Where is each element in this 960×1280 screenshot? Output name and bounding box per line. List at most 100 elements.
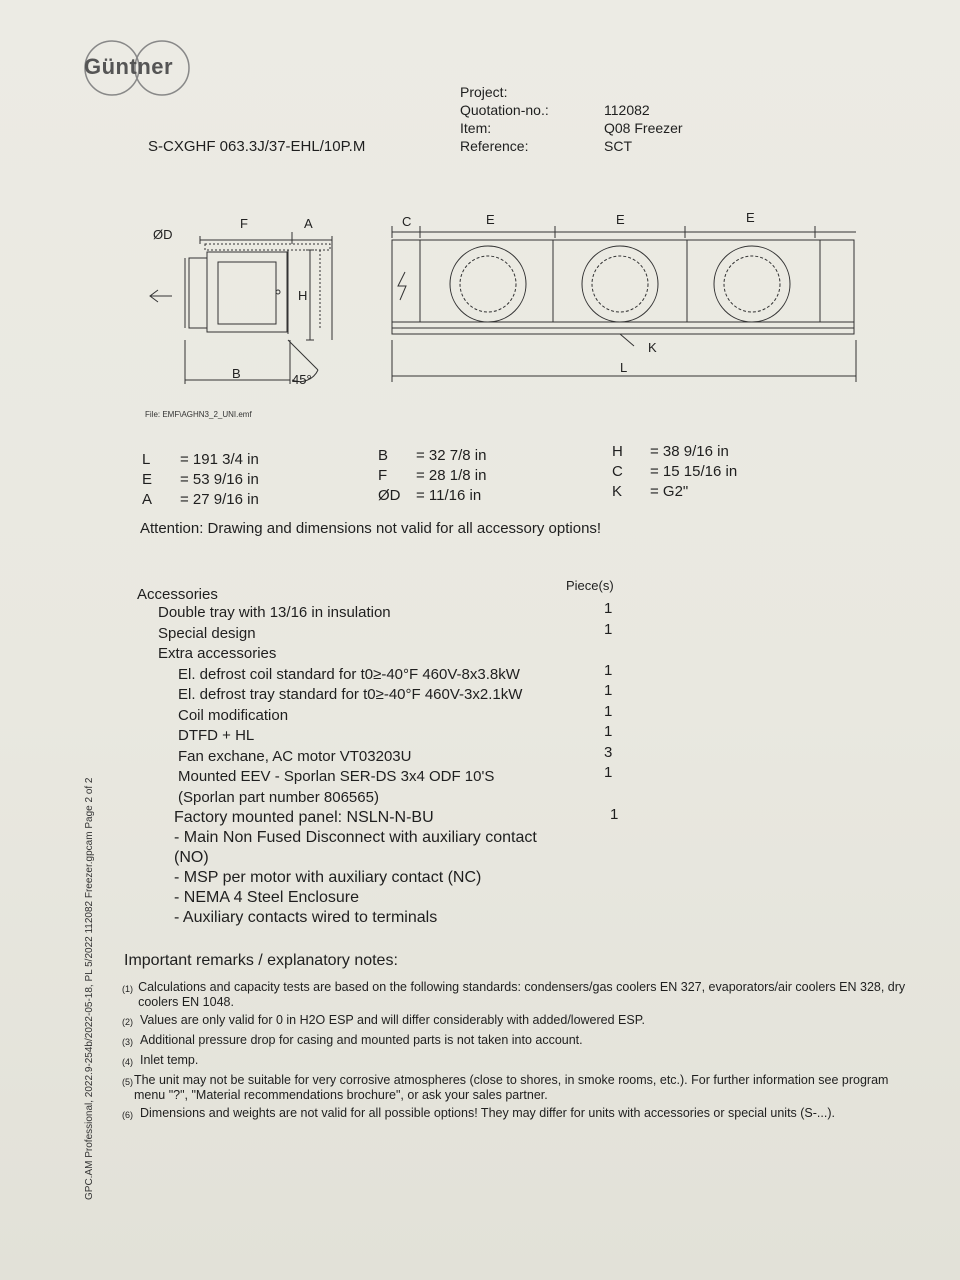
panel-line: - Auxiliary contacts wired to terminals — [174, 909, 438, 926]
accessories-heading: Accessories — [137, 586, 218, 603]
list-item: Extra accessories — [158, 645, 277, 662]
project-label: Project: — [460, 84, 508, 100]
dim-key: B — [378, 447, 389, 464]
label-angle: 45° — [292, 372, 312, 387]
dims-col-3: H = 38 9/16 in C = 15 15/16 in K = G2" — [612, 442, 737, 502]
attention-note: Attention: Drawing and dimensions not va… — [140, 520, 602, 537]
drawing-file-name: File: EMF\AGHN3_2_UNI.emf — [145, 410, 252, 419]
panel-line: - MSP per motor with auxiliary contact (… — [174, 869, 482, 886]
label-b: B — [232, 366, 241, 381]
dim-key: C — [612, 463, 623, 480]
remark-number: (6) — [122, 1110, 133, 1120]
label-l: L — [620, 360, 627, 375]
dim-value: = 53 9/16 in — [180, 471, 259, 488]
label-e1: E — [486, 212, 495, 227]
list-item: El. defrost tray standard for t0≥-40°F 4… — [178, 686, 523, 703]
remark-text: Dimensions and weights are not valid for… — [140, 1106, 835, 1120]
project-values: 112082 Q08 Freezer SCT — [604, 101, 683, 155]
remark-item: (3) Additional pressure drop for casing a… — [122, 1033, 912, 1050]
technical-drawing: ØD F A H B 45° C E E E K L — [149, 210, 857, 387]
label-f: F — [240, 216, 248, 231]
remark-number: (5) — [122, 1077, 133, 1087]
remark-item: (1) Calculations and capacity tests are b… — [122, 980, 912, 1010]
remarks-list: (1) Calculations and capacity tests are b… — [122, 980, 912, 1126]
reference-value: SCT — [604, 138, 632, 154]
piece-qty: 1 — [604, 661, 613, 679]
dim-key: L — [142, 451, 151, 468]
label-e2: E — [616, 212, 625, 227]
dim-key: K — [612, 483, 623, 500]
panel-line: - NEMA 4 Steel Enclosure — [174, 889, 359, 906]
pieces-list: 1 1 1 1 1 1 3 1 — [604, 600, 612, 805]
reference-label: Reference: — [460, 138, 529, 154]
panel-block: Factory mounted panel: NSLN-N-BU - Main … — [174, 808, 537, 928]
remark-number: (4) — [122, 1057, 133, 1067]
dim-value: = 27 9/16 in — [180, 491, 259, 508]
remark-number: (1) — [122, 984, 133, 994]
label-od: ØD — [153, 227, 173, 242]
list-item: Mounted EEV - Sporlan SER-DS 3x4 ODF 10'… — [178, 768, 495, 785]
label-k: K — [648, 340, 657, 355]
piece-qty: 1 — [604, 682, 613, 699]
remark-number: (3) — [122, 1037, 133, 1047]
dim-key: H — [612, 443, 623, 460]
remark-item: (4) Inlet temp. — [122, 1053, 912, 1070]
dim-value: = G2" — [650, 483, 689, 500]
project-labels: Project: Quotation-no.: Item: Reference: — [460, 83, 549, 155]
dim-key: F — [378, 467, 388, 484]
panel-line: (NO) — [174, 849, 209, 866]
dims-col-2: B = 32 7/8 in F = 28 1/8 in ØD = 11/16 in — [378, 446, 486, 506]
piece-qty: 1 — [604, 702, 613, 720]
remark-number: (2) — [122, 1017, 133, 1027]
remarks-title: Important remarks / explanatory notes: — [124, 952, 398, 969]
dim-value: = 191 3/4 in — [180, 451, 259, 468]
piece-qty — [604, 641, 612, 662]
list-item: Coil modification — [178, 706, 289, 724]
piece-qty: 3 — [604, 743, 613, 761]
remark-text: The unit may not be suitable for very co… — [133, 1073, 889, 1102]
dim-value: = 32 7/8 in — [416, 447, 487, 464]
list-item: Special design — [158, 624, 256, 642]
item-value: Q08 Freezer — [604, 120, 683, 136]
piece-qty: 1 — [604, 723, 613, 740]
panel-line: - Main Non Fused Disconnect with auxilia… — [174, 829, 537, 846]
dim-value: = 38 9/16 in — [650, 443, 729, 460]
label-a: A — [304, 216, 313, 231]
label-c: C — [402, 214, 411, 229]
side-footer-text: GPC.AM Professional, 2022.9-254b/2022-05… — [84, 777, 95, 1201]
dims-col-1: L = 191 3/4 in E = 53 9/16 in A = 27 9/16 i… — [142, 450, 259, 510]
logo-text: Güntner — [84, 54, 174, 79]
item-label: Item: — [460, 120, 492, 136]
remark-text: Additional pressure drop for casing and … — [140, 1033, 583, 1047]
dim-value: = 11/16 in — [416, 487, 482, 504]
label-e3: E — [746, 210, 755, 225]
panel-label: Factory mounted panel: NSLN-N-BU — [174, 809, 434, 826]
remark-item: (6) Dimensions and weights are not valid … — [122, 1106, 912, 1123]
quotation-value: 112082 — [604, 102, 650, 118]
list-item: Fan exchane, AC motor VT03203U — [178, 747, 412, 765]
accessories-list: Double tray with 13/16 in insulation Spe… — [158, 604, 522, 809]
pieces-heading: Piece(s) — [566, 578, 614, 593]
piece-qty: 1 — [604, 600, 613, 617]
remark-text: Values are only valid for 0 in H2O ESP a… — [140, 1013, 645, 1027]
guntner-logo: Güntner — [82, 38, 202, 98]
quotation-label: Quotation-no.: — [460, 102, 549, 118]
remark-text: Calculations and capacity tests are base… — [138, 980, 906, 1009]
model-code: S-CXGHF 063.3J/37-EHL/10P.M — [148, 138, 366, 155]
remark-text: Inlet temp. — [140, 1053, 199, 1067]
piece-qty — [604, 785, 612, 806]
list-item: Double tray with 13/16 in insulation — [158, 604, 391, 621]
list-item: DTFD + HL — [178, 727, 255, 744]
panel-qty: 1 — [610, 806, 619, 823]
dim-key: A — [142, 491, 153, 508]
remark-item: (2) Values are only valid for 0 in H2O ES… — [122, 1013, 912, 1030]
label-h: H — [298, 288, 307, 303]
piece-qty: 1 — [604, 764, 613, 781]
list-item: (Sporlan part number 806565) — [178, 788, 379, 806]
remark-item: (5)The unit may not be suitable for very… — [122, 1073, 912, 1103]
dim-key: E — [142, 471, 153, 488]
dim-value: = 28 1/8 in — [416, 467, 487, 484]
dim-value: = 15 15/16 in — [650, 463, 738, 480]
list-item: El. defrost coil standard for t0≥-40°F 4… — [178, 665, 520, 683]
dim-key: ØD — [378, 487, 401, 504]
